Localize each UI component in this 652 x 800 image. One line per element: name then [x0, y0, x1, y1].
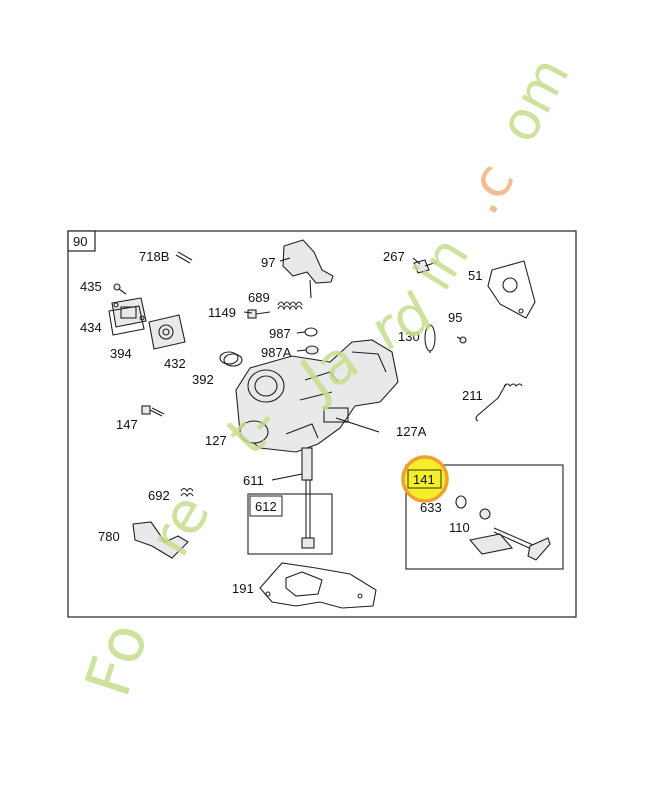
screw-part-718B — [175, 251, 193, 264]
part-label-130: 130 — [398, 329, 420, 344]
screw-part-95 — [456, 336, 467, 344]
part-label-434: 434 — [80, 320, 102, 335]
part-label-110: 110 — [449, 520, 470, 535]
leader-lines — [243, 257, 431, 481]
gasket-part-191 — [259, 562, 377, 609]
part-label-95: 95 — [448, 310, 462, 325]
watermark-segment: Fo — [71, 614, 162, 704]
screw-part-147 — [141, 405, 165, 417]
diaphragm-part-432 — [148, 314, 186, 350]
gasket-part-51 — [487, 260, 536, 319]
part-label-689: 689 — [248, 290, 270, 305]
part-label-611: 611 — [243, 473, 264, 488]
carburetor-body-part-127 — [235, 339, 399, 453]
highlight-callout-141[interactable]: 141 — [401, 455, 449, 503]
screw-part-1149 — [247, 309, 271, 319]
part-label-780: 780 — [98, 529, 120, 544]
stem-part-611 — [301, 447, 315, 549]
plate-part-434 — [111, 297, 147, 328]
frame-label-box — [67, 230, 96, 252]
part-label-141: 141 — [413, 472, 435, 487]
bracket-part-97 — [282, 239, 334, 299]
bracket-part-780 — [132, 521, 189, 559]
washer-part-987 — [304, 327, 318, 337]
part-label-267: 267 — [383, 249, 405, 264]
diagram-frame — [67, 230, 577, 618]
part-label-633: 633 — [420, 500, 442, 515]
label-box-612 — [249, 495, 283, 517]
gasket-part-394 — [108, 305, 145, 336]
part-label-394: 394 — [110, 346, 132, 361]
part-label-987A: 987A — [261, 345, 292, 360]
spring-part-211 — [475, 383, 523, 422]
part-label-1149: 1149 — [208, 305, 236, 320]
part-label-97: 97 — [261, 255, 275, 270]
part-label-432: 432 — [164, 356, 186, 371]
watermark-segment: om — [486, 47, 582, 152]
part-label-435: 435 — [80, 279, 102, 294]
part-label-612: 612 — [255, 499, 277, 514]
washer-part-110 — [479, 508, 491, 520]
part-label-127A: 127A — [396, 424, 427, 439]
part-label-718B: 718B — [139, 249, 169, 264]
watermark: Fo re t- Ja rd in .c om — [71, 47, 582, 705]
screw-part-692 — [180, 487, 194, 498]
screw-part-435 — [113, 283, 127, 295]
part-label-51: 51 — [468, 268, 482, 283]
spring-part-392 — [219, 351, 243, 367]
part-label-987: 987 — [269, 326, 291, 341]
shaft-part-141 — [468, 527, 551, 561]
part-label-211: 211 — [462, 388, 483, 403]
highlight-circle — [401, 455, 449, 503]
screw-part-267 — [413, 259, 438, 274]
part-label-692: 692 — [148, 488, 170, 503]
spring-part-689 — [277, 301, 303, 311]
part-label-392: 392 — [192, 372, 214, 387]
subassembly-box-612 — [247, 493, 333, 555]
part-label-147: 147 — [116, 417, 138, 432]
watermark-segment: .c — [449, 152, 527, 224]
frame-label: 90 — [73, 234, 87, 249]
part-label-191: 191 — [232, 581, 254, 596]
subassembly-box-141 — [405, 464, 564, 570]
washer-part-633 — [455, 495, 467, 509]
label-box-141 — [407, 469, 442, 489]
part-label-127: 127 — [205, 433, 227, 448]
